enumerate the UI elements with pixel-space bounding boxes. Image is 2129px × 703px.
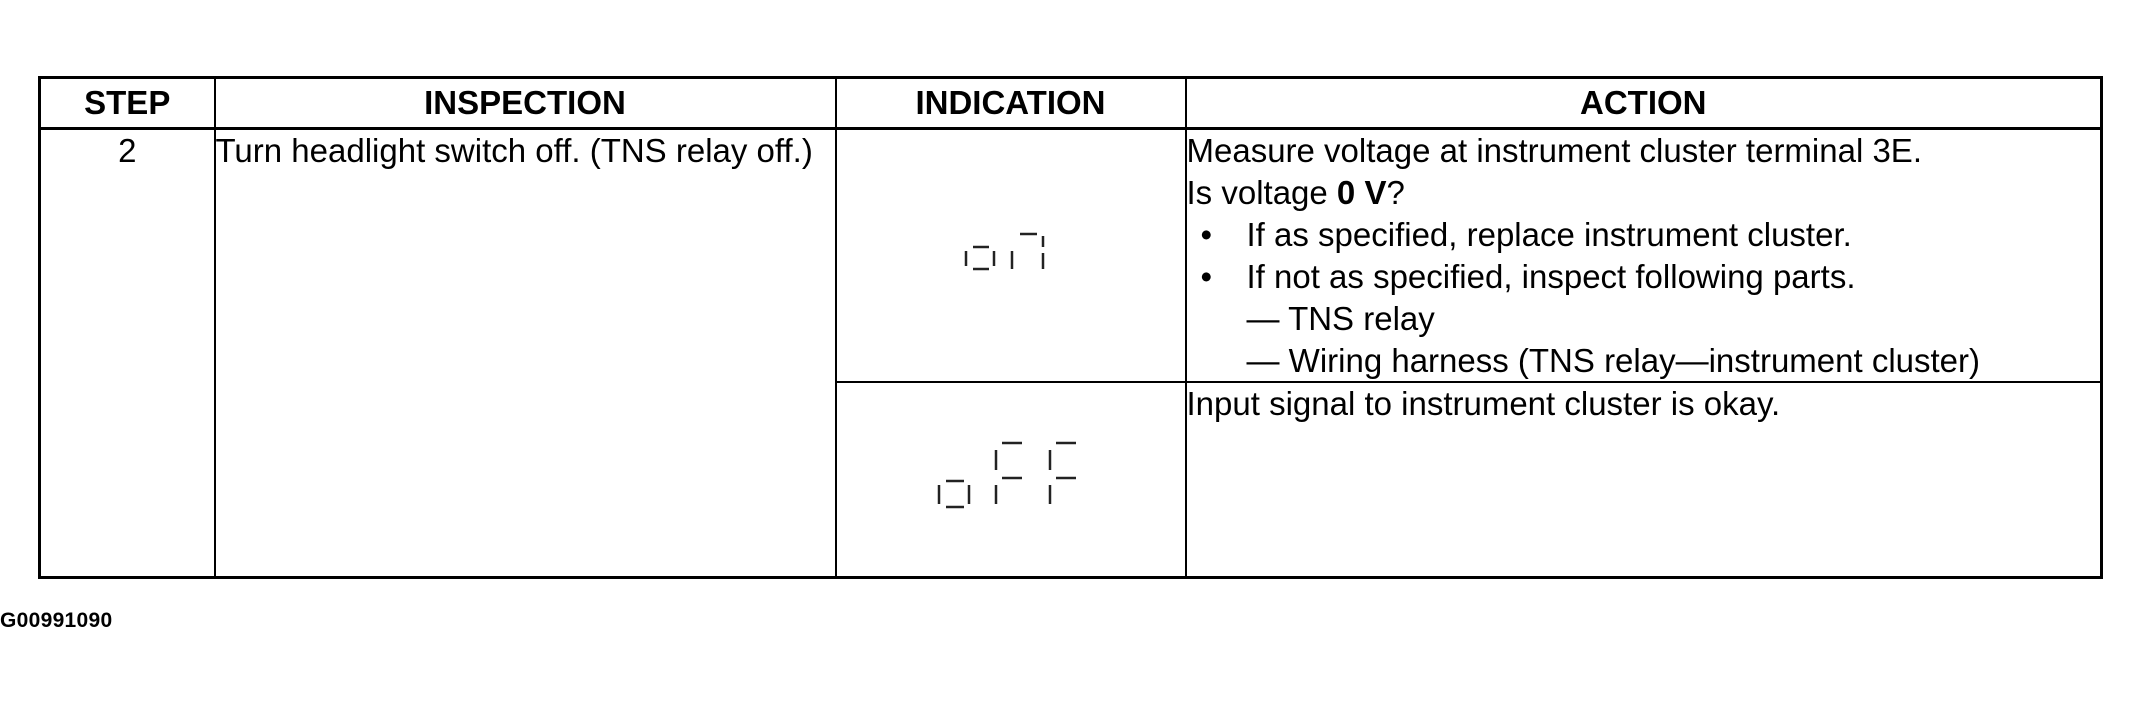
seven-segment-display-off bbox=[936, 441, 1086, 517]
list-item: If not as specified, inspect following p… bbox=[1187, 256, 2101, 382]
segment-on-icon bbox=[964, 232, 1044, 271]
table-row: 2 Turn headlight switch off. (TNS relay … bbox=[38, 127, 2103, 579]
step-number: 2 bbox=[38, 127, 216, 579]
indication-off-cell bbox=[834, 381, 1187, 579]
figure-code: G00991090 bbox=[0, 609, 113, 632]
action-measure-line: Measure voltage at instrument cluster te… bbox=[1186, 132, 1923, 169]
inspection-text: Turn headlight switch off. (TNS relay of… bbox=[213, 127, 837, 579]
header-indication: INDICATION bbox=[834, 76, 1187, 130]
parts-sublist: — TNS relay — Wiring harness (TNS relay—… bbox=[1247, 298, 2101, 382]
sublist-item: — Wiring harness (TNS relay—instrument c… bbox=[1246, 341, 1981, 379]
header-step: STEP bbox=[38, 76, 216, 130]
indication-on-cell bbox=[834, 127, 1187, 384]
action-question-line: Is voltage 0 V? bbox=[1186, 173, 1405, 211]
header-action: ACTION bbox=[1184, 76, 2103, 130]
seven-segment-display-on bbox=[963, 232, 1059, 278]
list-item: If as specified, replace instrument clus… bbox=[1187, 214, 2101, 256]
table-row: Input signal to instrument cluster is ok… bbox=[40, 381, 2103, 579]
sublist-item: — TNS relay bbox=[1246, 299, 1435, 337]
action-cell-on: Measure voltage at instrument cluster te… bbox=[1184, 127, 2103, 384]
voltage-value: 0 V bbox=[1336, 173, 1387, 211]
action-bullet-list: If as specified, replace instrument clus… bbox=[1187, 214, 2101, 382]
segment-off-icon bbox=[937, 441, 1076, 509]
header-row: STEP INSPECTION INDICATION ACTION bbox=[38, 76, 2103, 130]
inspection-table: STEP INSPECTION INDICATION ACTION 2 Turn… bbox=[38, 76, 2103, 580]
header-inspection: INSPECTION bbox=[213, 76, 837, 130]
action-cell-off: Input signal to instrument cluster is ok… bbox=[1184, 381, 2103, 579]
